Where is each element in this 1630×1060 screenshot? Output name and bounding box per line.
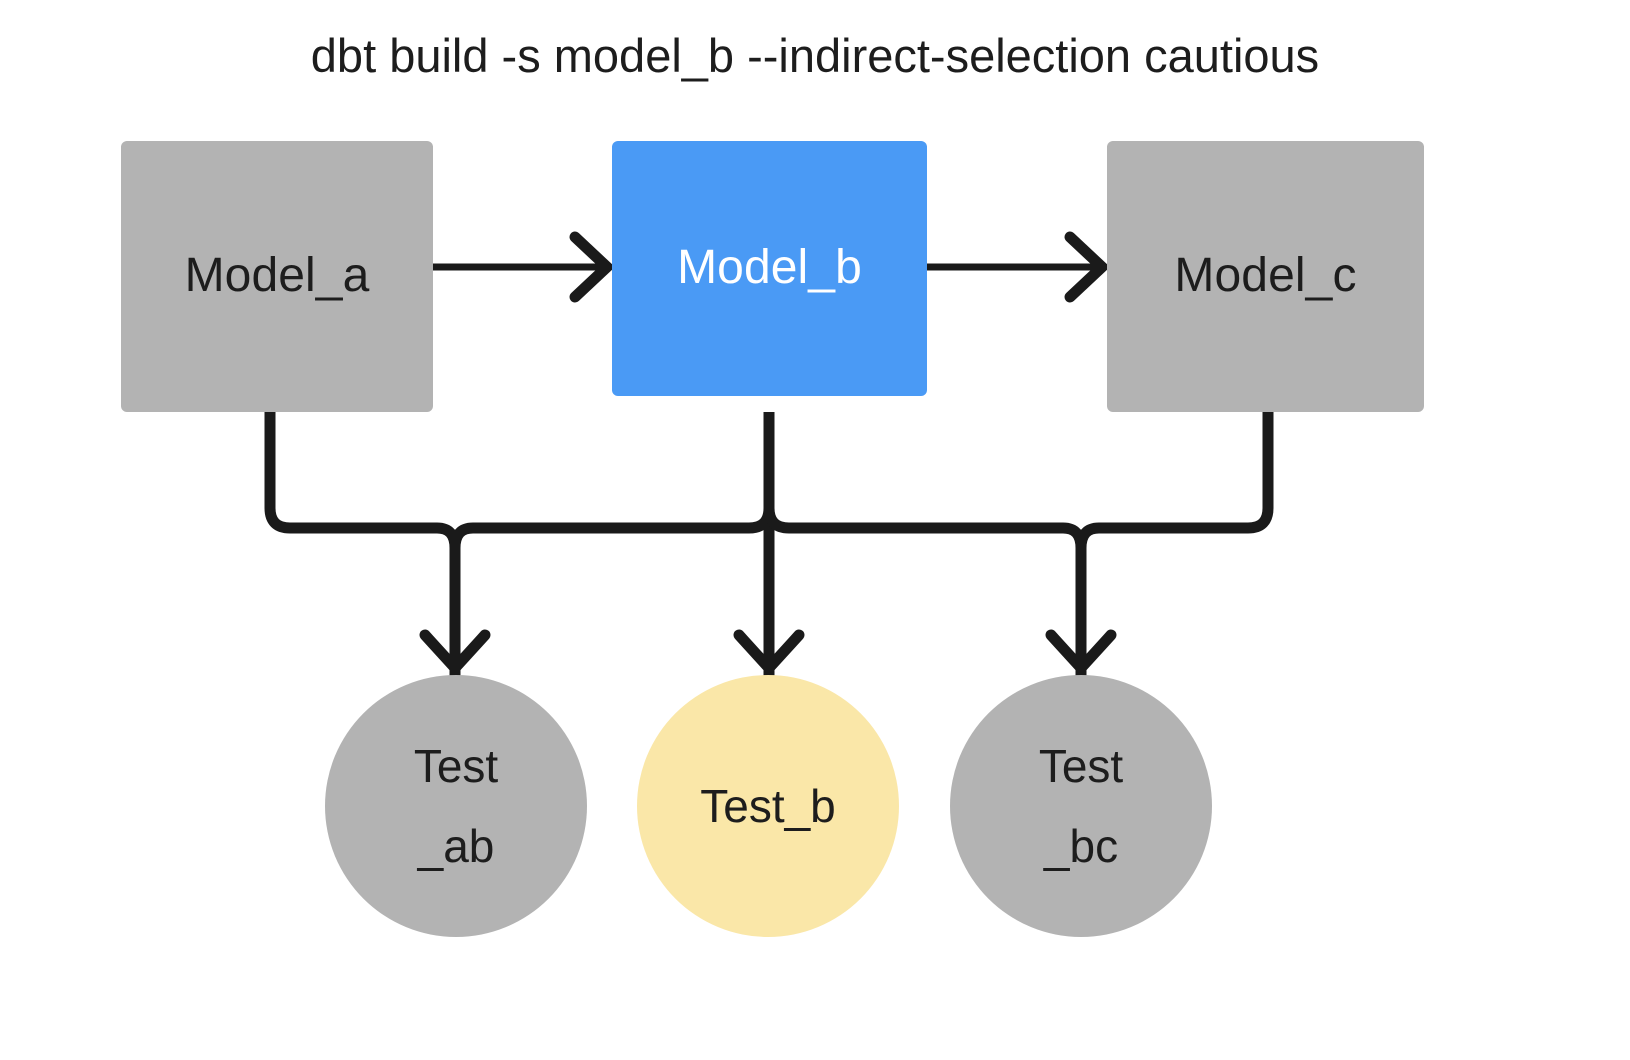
node-model-a[interactable]: Model_a [121, 141, 433, 412]
node-model-c[interactable]: Model_c [1107, 141, 1424, 412]
arrowhead-test-b [733, 629, 805, 678]
node-test-ab-label: Test _ab [413, 739, 499, 873]
node-model-b-label: Model_b [677, 241, 862, 295]
edge-model-b-to-test-bc [763, 412, 1087, 655]
edge-model-b-to-test-ab [449, 412, 775, 655]
edge-model-a-to-model-b [433, 231, 616, 303]
node-test-bc[interactable]: Test _bc [950, 675, 1212, 937]
node-test-b[interactable]: Test_b [637, 675, 899, 937]
node-model-c-label: Model_c [1174, 249, 1357, 303]
node-model-a-label: Model_a [184, 249, 370, 303]
edge-model-a-to-test-ab [264, 412, 461, 655]
arrowhead-test-bc [1045, 629, 1117, 678]
node-test-ab[interactable]: Test _ab [325, 675, 587, 937]
node-test-b-label: Test_b [700, 779, 836, 832]
arrowhead-test-ab [419, 629, 491, 678]
node-test-bc-label: Test _bc [1038, 739, 1124, 873]
node-model-b[interactable]: Model_b [612, 141, 927, 396]
diagram-title: dbt build -s model_b --indirect-selectio… [310, 29, 1320, 82]
edge-model-b-to-model-c [927, 231, 1111, 303]
edge-model-c-to-test-bc [1075, 412, 1274, 655]
